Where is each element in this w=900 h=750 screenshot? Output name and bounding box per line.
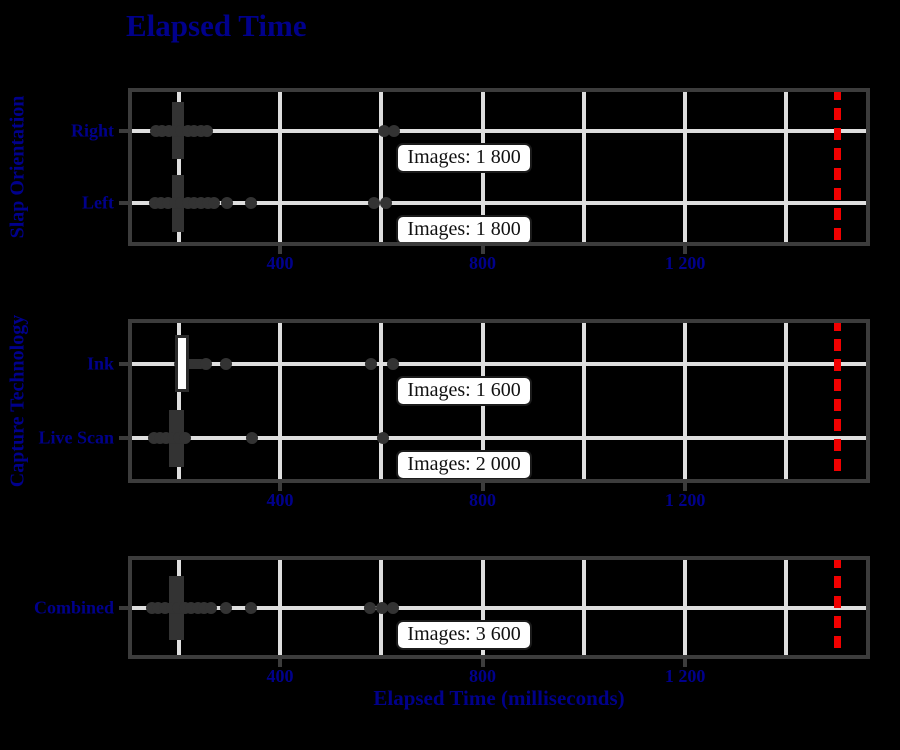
point-combined-10 <box>219 601 232 614</box>
spine-left <box>128 556 132 659</box>
point-left-10 <box>220 197 233 210</box>
whisker-ink <box>173 358 206 369</box>
category-tick-combined <box>119 605 128 610</box>
gridline-vertical-600 <box>379 319 384 483</box>
outlier-point-ink-1 <box>386 357 399 370</box>
x-tick-label-800: 800 <box>469 666 497 686</box>
category-tick-left <box>119 201 128 206</box>
x-tick-label-800: 800 <box>469 490 497 510</box>
category-tick-live-scan <box>119 436 128 441</box>
gridline-row-ink <box>128 361 870 366</box>
reference-line <box>833 556 841 659</box>
x-tick-1200 <box>683 246 688 254</box>
category-label-left: Left <box>82 192 114 213</box>
outlier-point-combined-2 <box>386 601 399 614</box>
x-tick-label-800: 800 <box>469 253 497 273</box>
annotation-right: Images: 1 800 <box>396 142 532 173</box>
spine-bottom <box>128 655 870 659</box>
category-label-live-scan: Live Scan <box>38 427 114 448</box>
gridline-row-left <box>128 201 870 206</box>
spine-top <box>128 88 870 92</box>
category-label-ink: Ink <box>86 353 114 374</box>
gridline-row-right <box>128 128 870 133</box>
y-axis-title-slap-orientation: Slap Orientation <box>6 95 29 239</box>
outlier-point-live-scan-0 <box>377 432 390 445</box>
category-label-right: Right <box>70 120 114 141</box>
point-live-scan-6 <box>245 432 258 445</box>
spine-left <box>128 88 132 246</box>
point-ink-0 <box>199 357 212 370</box>
x-tick-800 <box>480 246 485 254</box>
gridline-row-combined <box>128 605 870 610</box>
category-tick-right <box>119 128 128 133</box>
box-ink <box>175 335 189 393</box>
annotation-combined: Images: 3 600 <box>396 619 532 650</box>
point-ink-1 <box>219 357 232 370</box>
outlier-point-left-1 <box>379 197 392 210</box>
x-tick-400 <box>277 246 282 254</box>
category-label-combined: Combined <box>33 597 114 617</box>
point-left-11 <box>245 197 258 210</box>
point-live-scan-5 <box>179 432 192 445</box>
spine-left <box>128 319 132 483</box>
gridline-vertical-400 <box>277 88 282 246</box>
annotation-ink: Images: 1 600 <box>396 375 532 406</box>
gridline-vertical-1200 <box>683 319 688 483</box>
outlier-point-right-1 <box>387 124 400 137</box>
point-right-8 <box>200 124 213 137</box>
x-tick-label-1200: 1 200 <box>664 490 706 510</box>
spine-bottom <box>128 242 870 246</box>
x-tick-label-1200: 1 200 <box>664 253 706 273</box>
spine-right <box>866 88 870 246</box>
outlier-point-combined-1 <box>376 601 389 614</box>
spine-right <box>866 556 870 659</box>
annotation-live-scan: Images: 2 000 <box>396 450 532 481</box>
x-tick-1200 <box>683 659 688 667</box>
spine-top <box>128 556 870 560</box>
x-tick-label-400: 400 <box>266 253 294 273</box>
gridline-row-live-scan <box>128 436 870 441</box>
y-axis-title-capture-technology: Capture Technology <box>6 314 29 488</box>
spine-top <box>128 319 870 323</box>
reference-line <box>833 88 841 246</box>
gridline-vertical-400 <box>277 319 282 483</box>
gridline-vertical-200 <box>176 88 181 246</box>
x-tick-400 <box>277 483 282 491</box>
gridline-vertical-1000 <box>581 319 586 483</box>
x-tick-label-400: 400 <box>266 666 294 686</box>
chart-title: Elapsed Time <box>126 8 307 43</box>
annotation-left: Images: 1 800 <box>396 215 532 246</box>
x-tick-800 <box>480 483 485 491</box>
gridline-vertical-200 <box>176 319 181 483</box>
x-tick-label-400: 400 <box>266 490 294 510</box>
x-tick-1200 <box>683 483 688 491</box>
point-combined-9 <box>205 601 218 614</box>
point-left-9 <box>208 197 221 210</box>
outlier-point-combined-0 <box>364 601 377 614</box>
gridline-vertical-1400 <box>784 319 789 483</box>
outlier-point-left-0 <box>368 197 381 210</box>
spine-bottom <box>128 479 870 483</box>
point-combined-11 <box>245 601 258 614</box>
spine-right <box>866 319 870 483</box>
gridline-vertical-1000 <box>581 88 586 246</box>
x-tick-400 <box>277 659 282 667</box>
outlier-point-right-0 <box>378 124 391 137</box>
gridline-vertical-600 <box>379 88 384 246</box>
reference-line <box>833 319 841 483</box>
x-axis-label: Elapsed Time (milliseconds) <box>373 686 625 710</box>
x-tick-800 <box>480 659 485 667</box>
gridline-vertical-1400 <box>784 88 789 246</box>
x-tick-label-1200: 1 200 <box>664 666 706 686</box>
outlier-point-ink-0 <box>365 357 378 370</box>
category-tick-ink <box>119 361 128 366</box>
gridline-vertical-1200 <box>683 88 688 246</box>
